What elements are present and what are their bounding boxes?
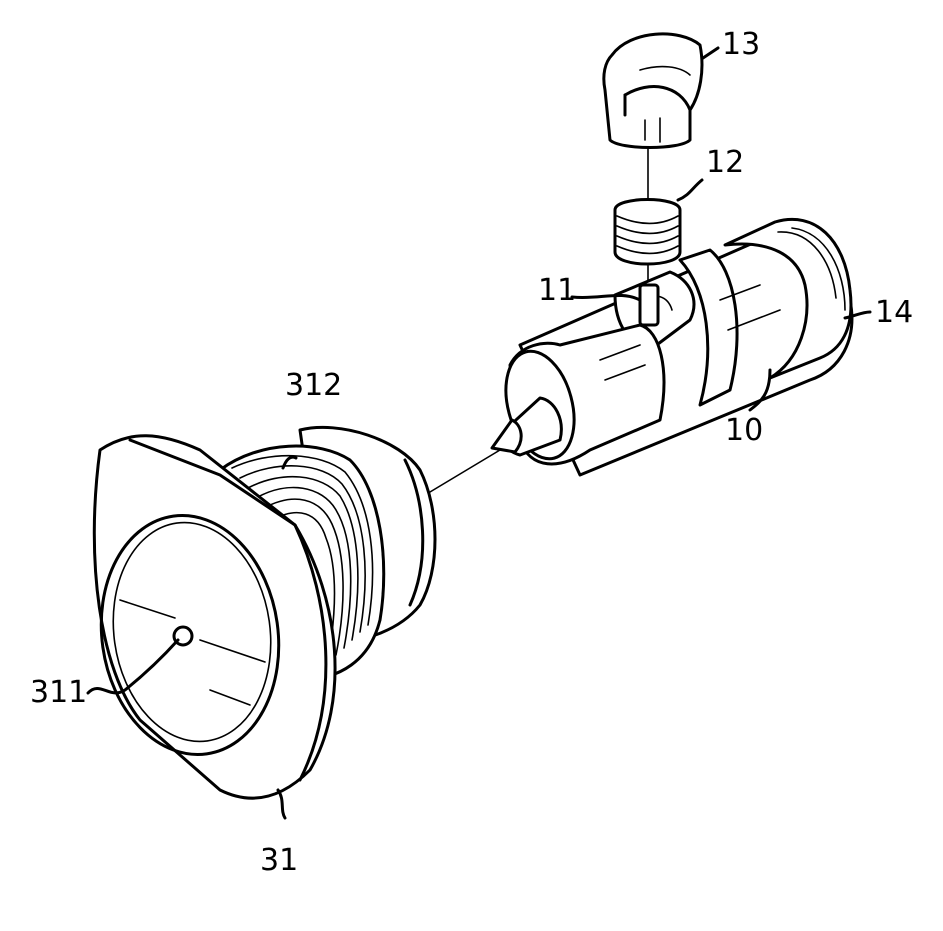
part-13-knob [604, 34, 702, 148]
leader-31 [278, 790, 285, 818]
label-31: 31 [260, 843, 298, 878]
label-11: 11 [538, 273, 576, 308]
part-11-pin-seat [640, 285, 658, 325]
label-13: 13 [722, 27, 760, 62]
label-14: 14 [875, 295, 913, 330]
label-311: 311 [30, 675, 87, 710]
label-10: 10 [725, 413, 763, 448]
part-31-cap [86, 427, 435, 798]
leader-12 [678, 180, 702, 200]
part-12-spring [615, 200, 680, 265]
leader-13 [703, 48, 718, 58]
label-12: 12 [706, 145, 744, 180]
label-312: 312 [285, 368, 342, 403]
